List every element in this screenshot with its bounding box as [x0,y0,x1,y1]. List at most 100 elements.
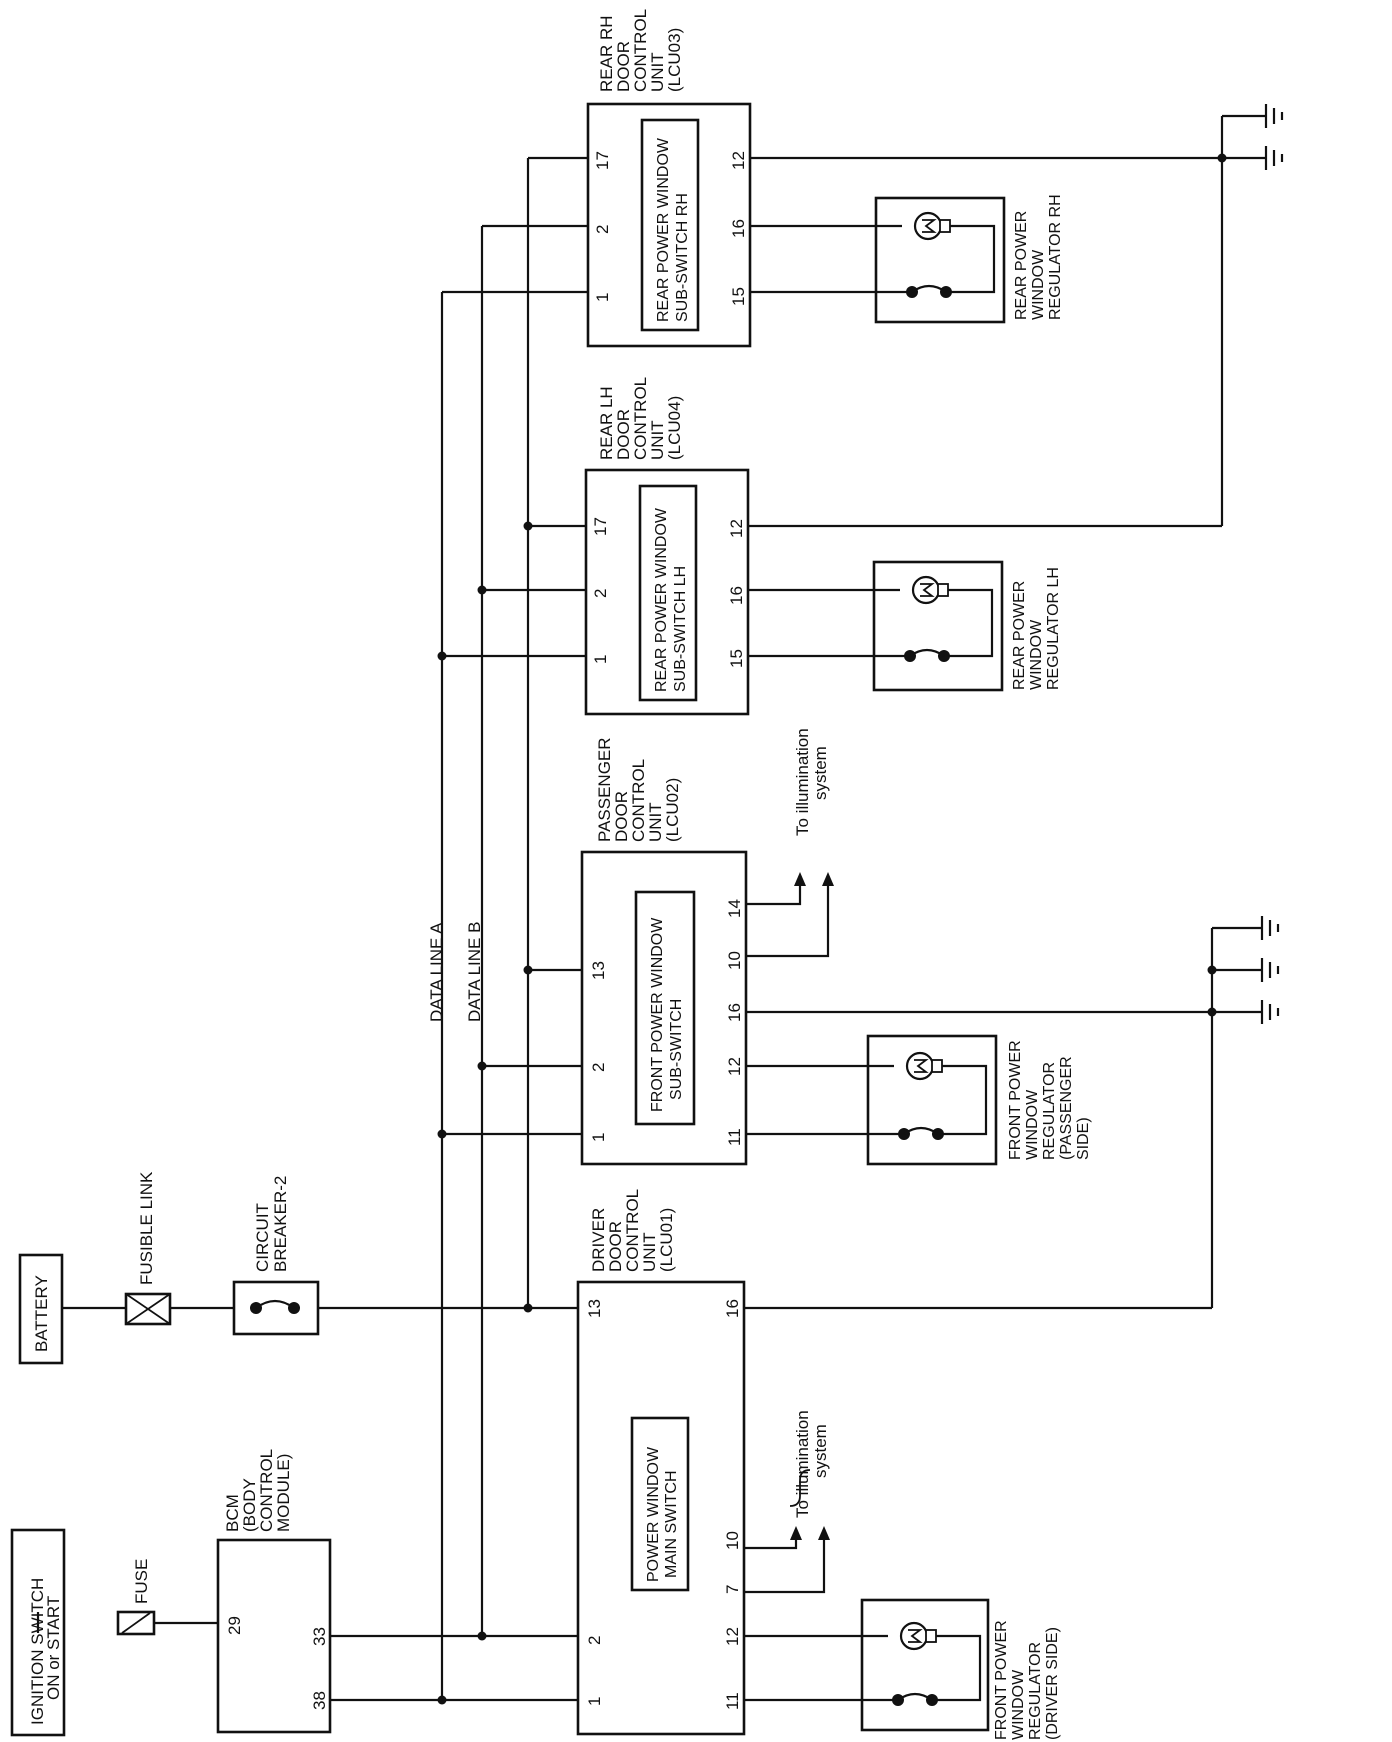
rear-rh-label-3: CONTROL [631,9,650,92]
motor-icon [911,575,949,605]
driver-pin-13: 13 [585,1299,604,1318]
bcm-label-4: MODULE) [274,1454,293,1532]
passenger-label-1: PASSENGER [595,737,614,842]
passenger-pin-14: 14 [725,899,744,918]
ground-icon [1260,958,1280,982]
driver-pin-11: 11 [723,1692,742,1710]
passenger-label-5: (LCU02) [663,778,682,842]
passenger-pin-10: 10 [725,951,744,970]
rear-lh-pin-15: 15 [727,649,746,668]
bcm-pin-33: 33 [310,1627,329,1646]
driver-pin-16: 16 [723,1299,742,1318]
rear-lh-label-5: (LCU04) [665,396,684,460]
data-line-a-label: DATA LINE A [427,922,446,1022]
rear-lh-regulator-label-2: WINDOW [1028,619,1045,690]
motor-icon [913,211,951,241]
rear-rh-pin-2: 2 [593,225,612,234]
driver-pin-12: 12 [723,1627,742,1646]
passenger-pin-12: 12 [725,1057,744,1076]
bcm-pin-29: 29 [225,1616,244,1635]
passenger-pin-2: 2 [589,1063,608,1072]
driver-inner-label-2: MAIN SWITCH [663,1470,680,1578]
fusible-link: FUSIBLE LINK [62,1171,234,1326]
ignition-label-1: IGNITION SWITCH [28,1578,47,1725]
fuse: FUSE [36,1559,218,1636]
rear-rh-door-control-unit: REAR POWER WINDOW SUB-SWITCH RH REAR RH … [586,9,752,348]
rear-rh-label-2: DOOR [614,41,633,92]
passenger-window-regulator: FRONT POWER WINDOW REGULATOR (PASSENGER … [746,1034,1092,1166]
driver-regulator-label-4: (DRIVER SIDE) [1044,1627,1061,1740]
rear-rh-pin-17: 17 [593,151,612,170]
bcm-module: BCM (BODY CONTROL MODULE) 29 33 38 [216,1449,332,1734]
passenger-illumination-label-2: system [811,746,830,800]
switch-icon [906,284,952,298]
switch-icon [904,648,950,662]
rear-lh-label-1: REAR LH [597,386,616,460]
passenger-door-control-unit: FRONT POWER WINDOW SUB-SWITCH PASSENGER … [580,737,748,1166]
bcm-pin-38: 38 [310,1691,329,1710]
driver-pin-7: 7 [723,1585,742,1594]
passenger-illumination-label-1: To illumination [793,728,812,836]
circuit-breaker-label-2: BREAKER-2 [271,1176,290,1272]
rear-lh-pin-12: 12 [727,519,746,538]
passenger-inner-label-2: SUB-SWITCH [668,999,685,1100]
driver-window-regulator: FRONT POWER WINDOW REGULATOR (DRIVER SID… [744,1598,1061,1740]
fuse-label: FUSE [132,1559,151,1604]
driver-label-2: DOOR [606,1221,625,1272]
passenger-regulator-label-3: REGULATOR [1041,1062,1058,1160]
passenger-regulator-label-4: (PASSENGER [1058,1056,1075,1160]
switch-icon [892,1692,938,1706]
rear-rh-regulator-label-2: WINDOW [1030,249,1047,320]
rear-rh-pin-12: 12 [729,151,748,170]
circuit-breaker: CIRCUIT BREAKER-2 [232,1176,320,1336]
passenger-inner-label-1: FRONT POWER WINDOW [649,917,666,1112]
rear-lh-pin-16: 16 [727,586,746,605]
driver-pin-2: 2 [585,1636,604,1645]
rear-rh-pin-1: 1 [593,293,612,302]
rear-lh-regulator-label-3: REGULATOR LH [1045,567,1062,690]
motor-icon [899,1621,937,1651]
rear-rh-label-5: (LCU03) [665,28,684,92]
driver-regulator-label-2: WINDOW [1010,1669,1027,1740]
passenger-label-2: DOOR [612,791,631,842]
driver-label-1: DRIVER [589,1208,608,1272]
rear-rh-pin-15: 15 [729,287,748,306]
passenger-regulator-label-2: WINDOW [1024,1089,1041,1160]
ground-icon [1264,146,1284,170]
rear-rh-inner-label-1: REAR POWER WINDOW [655,137,672,322]
rear-rh-window-regulator: REAR POWER WINDOW REGULATOR RH [750,194,1064,324]
passenger-pin-1: 1 [589,1133,608,1142]
motor-icon [905,1051,943,1081]
rear-lh-pin-2: 2 [591,589,610,598]
rear-lh-label-2: DOOR [614,409,633,460]
passenger-pin-13: 13 [589,961,608,980]
rear-rh-label-4: UNIT [648,52,667,92]
rear-lh-label-4: UNIT [648,420,667,460]
wiring [318,114,1266,1705]
rear-rh-label-1: REAR RH [597,15,616,92]
rear-lh-door-control-unit: REAR POWER WINDOW SUB-SWITCH LH REAR LH … [584,377,750,716]
ignition-switch: IGNITION SWITCH ON or START [10,1528,66,1737]
rear-lh-label-3: CONTROL [631,377,650,460]
ground-icon-group-rear [1264,104,1284,170]
driver-inner-label-1: POWER WINDOW [645,1446,662,1582]
driver-pin-10: 10 [723,1531,742,1550]
passenger-regulator-label-5: SIDE) [1075,1117,1092,1160]
driver-label-5: (LCU01) [657,1208,676,1272]
switch-icon [898,1126,944,1140]
rear-lh-window-regulator: REAR POWER WINDOW REGULATOR LH [748,560,1062,692]
bcm-label-3: CONTROL [257,1449,276,1532]
data-line-b-label: DATA LINE B [465,922,484,1022]
ignition-label-2: ON or START [44,1596,63,1700]
bcm-label-1: BCM [223,1494,242,1532]
rear-lh-inner-label-1: REAR POWER WINDOW [653,507,670,692]
fusible-link-label: FUSIBLE LINK [137,1171,156,1285]
driver-regulator-label-1: FRONT POWER [993,1620,1010,1740]
passenger-label-4: UNIT [646,802,665,842]
ground-icon-group-front [1260,916,1280,1024]
passenger-pin-11: 11 [725,1128,744,1146]
rear-rh-inner-label-2: SUB-SWITCH RH [674,193,691,322]
driver-illumination-label-2: system [811,1424,830,1478]
rear-lh-inner-label-2: SUB-SWITCH LH [672,566,689,692]
